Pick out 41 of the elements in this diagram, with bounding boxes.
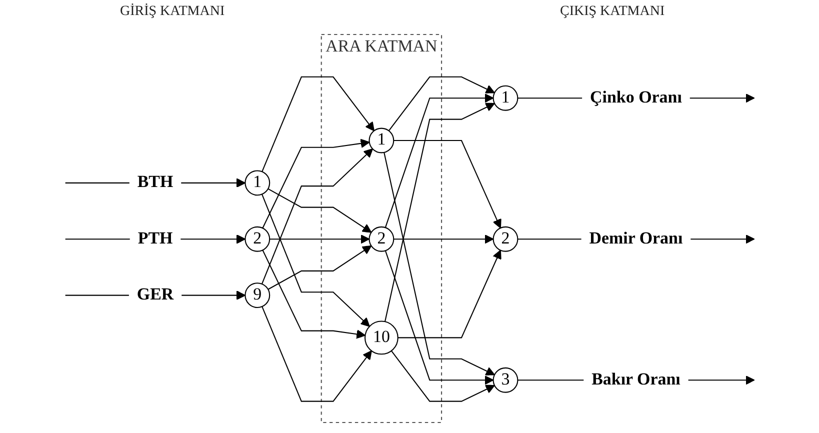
arrow: [262, 250, 366, 339]
layer-heading: GİRİŞ KATMANI: [120, 4, 225, 20]
arrow: [261, 148, 373, 284]
arrow: [181, 290, 246, 300]
variable-label: BTH: [137, 173, 173, 192]
arrow: [384, 250, 494, 385]
arrow: [388, 76, 495, 132]
neuron-circle: 3: [492, 367, 518, 393]
neuron-circle: 1: [368, 128, 394, 154]
arrow: [690, 234, 754, 244]
neuron-circle: 2: [492, 226, 518, 252]
variable-label: Çinko Oranı: [590, 88, 682, 107]
arrow: [384, 102, 495, 322]
arrow: [269, 234, 370, 244]
neuron-circle: 10: [364, 320, 398, 355]
arrow: [690, 93, 754, 103]
neuron-circle: 2: [368, 226, 394, 252]
variable-label: PTH: [138, 230, 172, 248]
arrow: [268, 188, 372, 233]
arrow: [384, 93, 494, 228]
arrow: [268, 245, 372, 290]
arrow: [398, 250, 502, 338]
variable-label: Bakır Oranı: [591, 370, 680, 389]
variable-label: Demir Oranı: [588, 230, 682, 248]
neuron-circle: 9: [244, 282, 270, 308]
arrow: [390, 350, 495, 402]
neuron-circle: 1: [492, 85, 518, 111]
arrow: [393, 234, 494, 244]
arrow: [180, 234, 246, 244]
arrow: [688, 375, 754, 385]
arrow: [261, 194, 370, 327]
layer-heading: ÇIKIŞ KATMANI: [560, 4, 665, 20]
arrow: [261, 306, 372, 402]
arrow: [261, 76, 374, 172]
arrow: [383, 152, 495, 376]
arrow: [393, 140, 502, 228]
neuron-circle: 2: [244, 226, 270, 252]
arrow: [180, 178, 246, 188]
variable-label: GER: [136, 286, 174, 304]
arrow: [262, 138, 370, 228]
neuron-circle: 1: [244, 170, 270, 196]
